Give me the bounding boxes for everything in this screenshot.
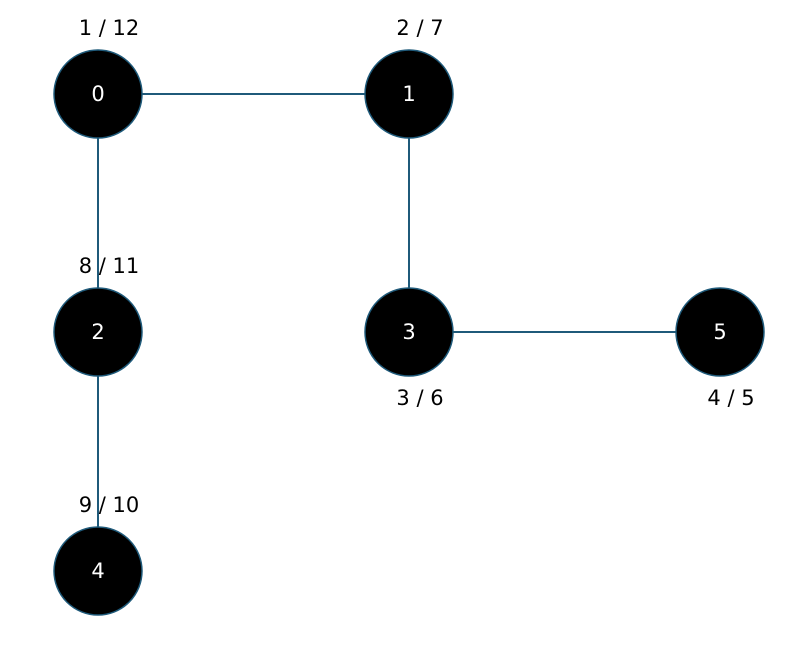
node-times-3: 3 / 6: [396, 386, 443, 410]
node-5: 5 4 / 5: [675, 287, 765, 410]
node-times-2: 8 / 11: [79, 254, 140, 278]
node-2: 2 8 / 11: [53, 254, 143, 377]
node-times-4: 9 / 10: [79, 493, 140, 517]
node-label-0: 0: [91, 82, 104, 106]
node-times-1: 2 / 7: [396, 16, 443, 40]
node-label-4: 4: [91, 559, 104, 583]
node-label-2: 2: [91, 320, 104, 344]
nodes-layer: 0 1 / 12 1 2 / 7 2 8 / 11 3 3 / 6 4 9 / 10 5 4 / 5: [53, 16, 765, 616]
node-circle-2: [53, 287, 143, 377]
node-3: 3 3 / 6: [364, 287, 454, 410]
node-circle-3: [364, 287, 454, 377]
node-circle-5: [675, 287, 765, 377]
node-label-5: 5: [713, 320, 726, 344]
node-circle-4: [53, 526, 143, 616]
node-label-1: 1: [402, 82, 415, 106]
node-1: 1 2 / 7: [364, 16, 454, 139]
node-times-0: 1 / 12: [79, 16, 140, 40]
node-4: 4 9 / 10: [53, 493, 143, 616]
node-circle-1: [364, 49, 454, 139]
node-times-5: 4 / 5: [707, 386, 754, 410]
node-circle-0: [53, 49, 143, 139]
node-label-3: 3: [402, 320, 415, 344]
node-0: 0 1 / 12: [53, 16, 143, 139]
